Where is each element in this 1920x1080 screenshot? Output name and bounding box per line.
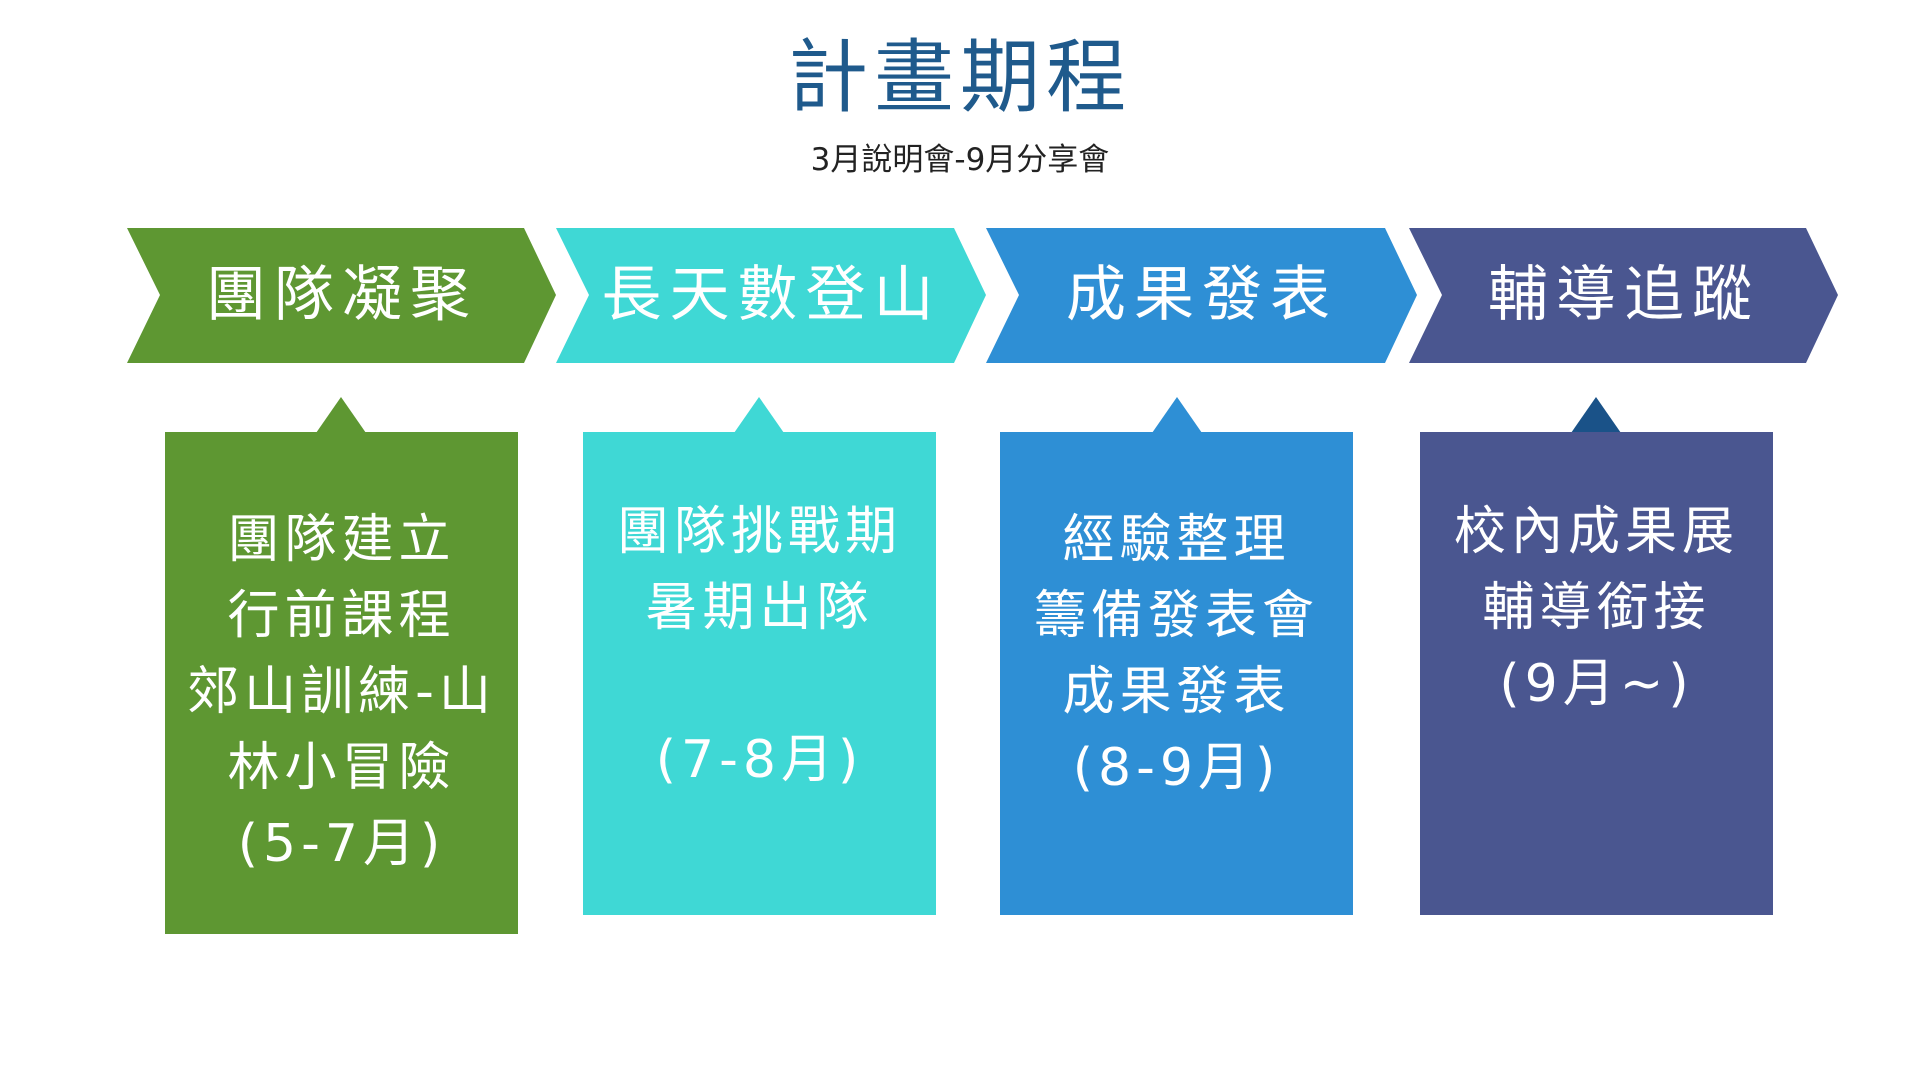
- detail-line: 輔導銜接: [1482, 578, 1711, 638]
- phase-1-label: 團隊凝聚: [206, 260, 478, 330]
- detail-line: (8-9月): [1072, 738, 1281, 798]
- chevron-phase-4: [1409, 228, 1838, 363]
- page-subtitle: 3月說明會-9月分享會: [810, 142, 1110, 178]
- pointer-triangle-2: [734, 397, 784, 433]
- phase-3-details: 經驗整理 籌備發表會 成果發表 (8-9月): [1000, 432, 1353, 915]
- detail-line: (7-8月): [655, 730, 864, 790]
- detail-line: (9月~): [1499, 654, 1694, 714]
- detail-line: 行前課程: [227, 586, 456, 646]
- pointer-triangle-1: [316, 397, 366, 433]
- pointer-triangle-3: [1152, 397, 1202, 433]
- page-title: 計畫期程: [788, 31, 1132, 124]
- phase-4-details: 校內成果展 輔導銜接 (9月~): [1420, 432, 1773, 915]
- detail-line: 校內成果展: [1453, 502, 1739, 562]
- phase-3-label: 成果發表: [1066, 260, 1338, 330]
- phase-2-label: 長天數登山: [601, 260, 942, 330]
- detail-line: 林小冒險: [227, 738, 456, 798]
- detail-line: 籌備發表會: [1033, 586, 1319, 646]
- detail-line: 成果發表: [1062, 662, 1291, 722]
- pointer-triangle-4: [1571, 397, 1621, 433]
- chevron-phase-2: [556, 228, 986, 363]
- phase-2-details: 團隊挑戰期 暑期出隊 (7-8月): [583, 432, 936, 915]
- chevron-phase-1: [127, 228, 556, 363]
- phase-4-label: 輔導追蹤: [1488, 260, 1760, 330]
- detail-line: 經驗整理: [1062, 510, 1291, 570]
- detail-line: 郊山訓練-山: [187, 662, 496, 722]
- detail-line: [583, 646, 936, 722]
- detail-line: 團隊建立: [227, 510, 456, 570]
- phase-1-details: 團隊建立 行前課程 郊山訓練-山 林小冒險 (5-7月): [165, 432, 518, 915]
- detail-line: (5-7月): [237, 814, 446, 874]
- detail-line: 暑期出隊: [645, 578, 874, 638]
- detail-line: 團隊挑戰期: [616, 502, 902, 562]
- chevron-phase-3: [986, 228, 1417, 363]
